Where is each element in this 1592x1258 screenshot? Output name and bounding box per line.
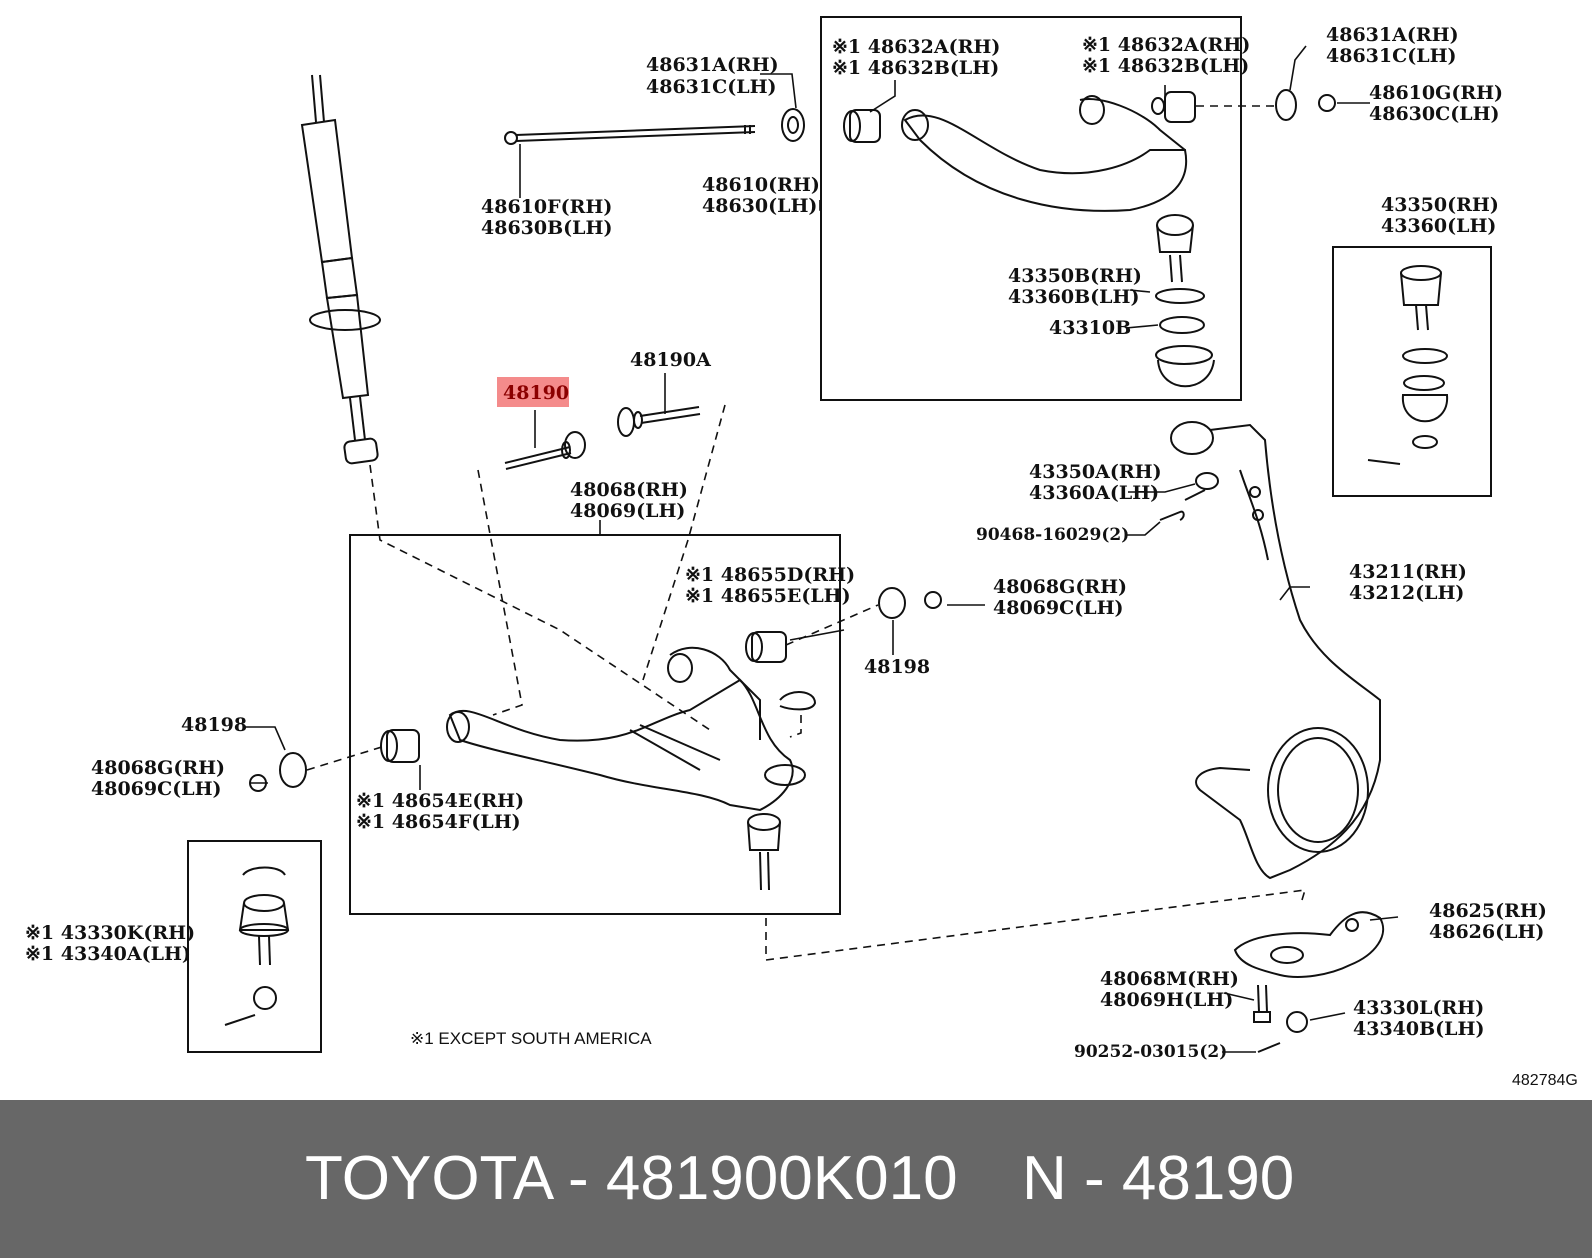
label-43310B: 43310B bbox=[1049, 317, 1131, 339]
cam-plate-left bbox=[279, 752, 307, 788]
label-48654E: ※1 48654E(RH) bbox=[356, 790, 524, 812]
label-48630C: 48630C(LH) bbox=[1369, 103, 1500, 125]
label-43350B: 43350B(RH) bbox=[1008, 265, 1142, 287]
bolt-48068M bbox=[1253, 984, 1271, 1023]
label-43360: 43360(LH) bbox=[1381, 215, 1496, 237]
label-43212: 43212(LH) bbox=[1349, 582, 1464, 604]
cam-plate-right bbox=[878, 587, 906, 619]
label-48632B-left: ※1 48632B(LH) bbox=[832, 57, 999, 79]
label-48198-right: 48198 bbox=[864, 656, 930, 678]
cotter-pin-90252 bbox=[1257, 1042, 1281, 1053]
cotter-pin-90468 bbox=[1159, 510, 1185, 521]
washer-top bbox=[781, 108, 805, 142]
lower-control-arm bbox=[446, 646, 806, 812]
washer-upper-right bbox=[1275, 89, 1297, 121]
lower-bushing-rear bbox=[745, 631, 787, 663]
label-48069H: 48069H(LH) bbox=[1100, 989, 1233, 1011]
nut-43330L bbox=[1286, 1011, 1308, 1033]
cotter-nut-43350A bbox=[1184, 472, 1219, 501]
lower-ball-joint bbox=[747, 813, 781, 891]
label-43360B: 43360B(LH) bbox=[1008, 286, 1139, 308]
diagram-code: 482784G bbox=[1512, 1072, 1578, 1089]
cam-bolt-48190A bbox=[617, 406, 701, 437]
upper-bushing-right bbox=[1151, 91, 1196, 123]
upper-bushing-left bbox=[843, 109, 881, 143]
ball-joint-kit-left bbox=[224, 866, 290, 1026]
highlight-box bbox=[497, 377, 569, 407]
label-48631C-lh-top: 48631C(LH) bbox=[646, 76, 777, 98]
label-48069C-left: 48069C(LH) bbox=[91, 778, 222, 800]
upper-control-arm bbox=[901, 95, 1188, 212]
steering-knuckle bbox=[1170, 421, 1381, 880]
label-48654F: ※1 48654F(LH) bbox=[356, 811, 521, 833]
label-90252: 90252-03015(2) bbox=[1074, 1042, 1227, 1062]
snap-ring-lower bbox=[779, 691, 817, 711]
label-48626: 48626(LH) bbox=[1429, 921, 1544, 943]
label-43360A: 43360A(LH) bbox=[1029, 482, 1159, 504]
label-43330L: 43330L(RH) bbox=[1353, 997, 1484, 1019]
lower-arm-box bbox=[349, 534, 841, 915]
ball-joint-box-left bbox=[187, 840, 322, 1053]
part-number-text: TOYOTA - 481900K010 bbox=[305, 1144, 958, 1213]
footer-bar: TOYOTA - 481900K010 N - 48190 bbox=[0, 1100, 1592, 1258]
nut-upper-right bbox=[1318, 94, 1336, 112]
parts-diagram: 48631A(RH) 48631C(LH) 48610F(RH) 48630B(… bbox=[25, 16, 1578, 1089]
label-48630: 48630(LH) bbox=[702, 195, 817, 217]
label-48190: 48190 bbox=[503, 382, 569, 404]
shock-absorber bbox=[300, 74, 381, 465]
label-48068M: 48068M(RH) bbox=[1100, 968, 1239, 990]
label-48068G-left: 48068G(RH) bbox=[91, 757, 225, 779]
upper-arm-box bbox=[820, 16, 1242, 401]
cam-bolt-48190 bbox=[504, 431, 586, 470]
label-48632B-right: ※1 48632B(LH) bbox=[1082, 55, 1249, 77]
label-48069C-right: 48069C(LH) bbox=[993, 597, 1124, 619]
label-43340A: ※1 43340A(LH) bbox=[25, 943, 191, 965]
label-43330K: ※1 43330K(RH) bbox=[25, 922, 195, 944]
label-48655D: ※1 48655D(RH) bbox=[685, 564, 855, 586]
ball-joint-kit-right bbox=[1367, 265, 1449, 465]
label-43350: 43350(RH) bbox=[1381, 194, 1499, 216]
label-43211: 43211(RH) bbox=[1349, 561, 1467, 583]
label-48069: 48069(LH) bbox=[570, 500, 685, 522]
label-48068: 48068(RH) bbox=[570, 479, 688, 501]
label-48610F: 48610F(RH) bbox=[481, 196, 612, 218]
label-43340B: 43340B(LH) bbox=[1353, 1018, 1484, 1040]
label-48655E: ※1 48655E(LH) bbox=[685, 585, 851, 607]
label-48625: 48625(RH) bbox=[1429, 900, 1547, 922]
label-90468: 90468-16029(2) bbox=[976, 525, 1129, 545]
leader-lines bbox=[245, 45, 1399, 1053]
reference-number-text: N - 48190 bbox=[1022, 1144, 1295, 1213]
label-48631A-rh-top: 48631A(RH) bbox=[646, 54, 779, 76]
upper-ball-joint bbox=[1155, 214, 1215, 388]
footnote: ※1 EXCEPT SOUTH AMERICA bbox=[410, 1029, 652, 1048]
knuckle-arm bbox=[1233, 911, 1385, 978]
label-48632A-right: ※1 48632A(RH) bbox=[1082, 34, 1250, 56]
label-48198-left: 48198 bbox=[181, 714, 247, 736]
nut-lower-right bbox=[924, 591, 942, 609]
label-48631A-rh-right: 48631A(RH) bbox=[1326, 24, 1459, 46]
label-48610G: 48610G(RH) bbox=[1369, 82, 1503, 104]
label-48630B: 48630B(LH) bbox=[481, 217, 612, 239]
label-48610: 48610(RH) bbox=[702, 174, 820, 196]
label-48068G-right: 48068G(RH) bbox=[993, 576, 1127, 598]
dashed-guides bbox=[306, 105, 1307, 961]
lower-bushing-front bbox=[380, 729, 420, 763]
strut-rod bbox=[504, 125, 756, 145]
ball-joint-box-right bbox=[1332, 246, 1492, 497]
label-48190A: 48190A bbox=[630, 349, 711, 371]
label-48631C-lh-right: 48631C(LH) bbox=[1326, 45, 1457, 67]
label-43350A: 43350A(RH) bbox=[1029, 461, 1162, 483]
label-48632A-left: ※1 48632A(RH) bbox=[832, 36, 1000, 58]
